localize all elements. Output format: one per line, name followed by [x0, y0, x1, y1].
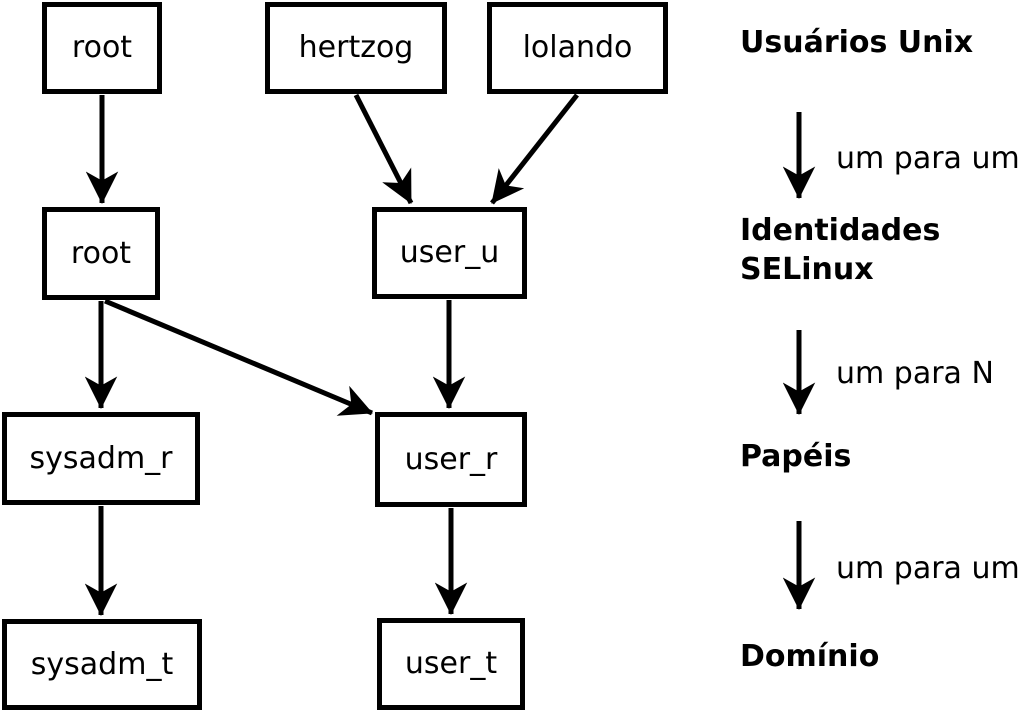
box-unix-user-root: root: [42, 2, 162, 94]
legend-selinux-identities-heading: Identidades SELinux: [740, 211, 940, 289]
legend-selinux-identities-line2: SELinux: [740, 252, 874, 287]
legend-domain-heading: Domínio: [740, 639, 880, 674]
legend-one-to-one-label-1: um para um: [836, 141, 1020, 176]
box-unix-user-root-label: root: [71, 30, 133, 65]
legend-one-to-n-label: um para N: [836, 356, 994, 391]
box-role-sysadm-r: sysadm_r: [2, 412, 200, 505]
legend-selinux-identities-line1: Identidades: [740, 213, 941, 248]
legend-roles-heading: Papéis: [740, 439, 852, 474]
box-domain-sysadm-t: sysadm_t: [2, 619, 202, 710]
box-unix-user-lolando: lolando: [487, 2, 668, 94]
box-unix-user-hertzog: hertzog: [265, 2, 447, 94]
legend-one-to-one-label-2: um para um: [836, 551, 1020, 586]
box-domain-user-t: user_t: [377, 618, 525, 710]
box-selinux-id-user-u-label: user_u: [399, 235, 500, 270]
box-domain-sysadm-t-label: sysadm_t: [30, 646, 174, 682]
box-role-sysadm-r-label: sysadm_r: [29, 440, 173, 476]
box-selinux-id-user-u: user_u: [372, 207, 527, 299]
box-domain-user-t-label: user_t: [404, 646, 498, 681]
arrow-lolando-to-user-u: [490, 93, 579, 205]
legend-unix-users-heading: Usuários Unix: [740, 25, 974, 60]
box-unix-user-lolando-label: lolando: [522, 30, 633, 65]
box-selinux-id-root-label: root: [70, 235, 132, 271]
box-unix-user-hertzog-label: hertzog: [298, 30, 414, 65]
box-role-user-r-label: user_r: [404, 441, 498, 477]
arrow-hertzog-to-user-u: [353, 93, 414, 205]
box-role-user-r: user_r: [375, 412, 527, 507]
arrow-root-to-user-r: [104, 298, 373, 416]
box-selinux-id-root: root: [42, 207, 160, 300]
